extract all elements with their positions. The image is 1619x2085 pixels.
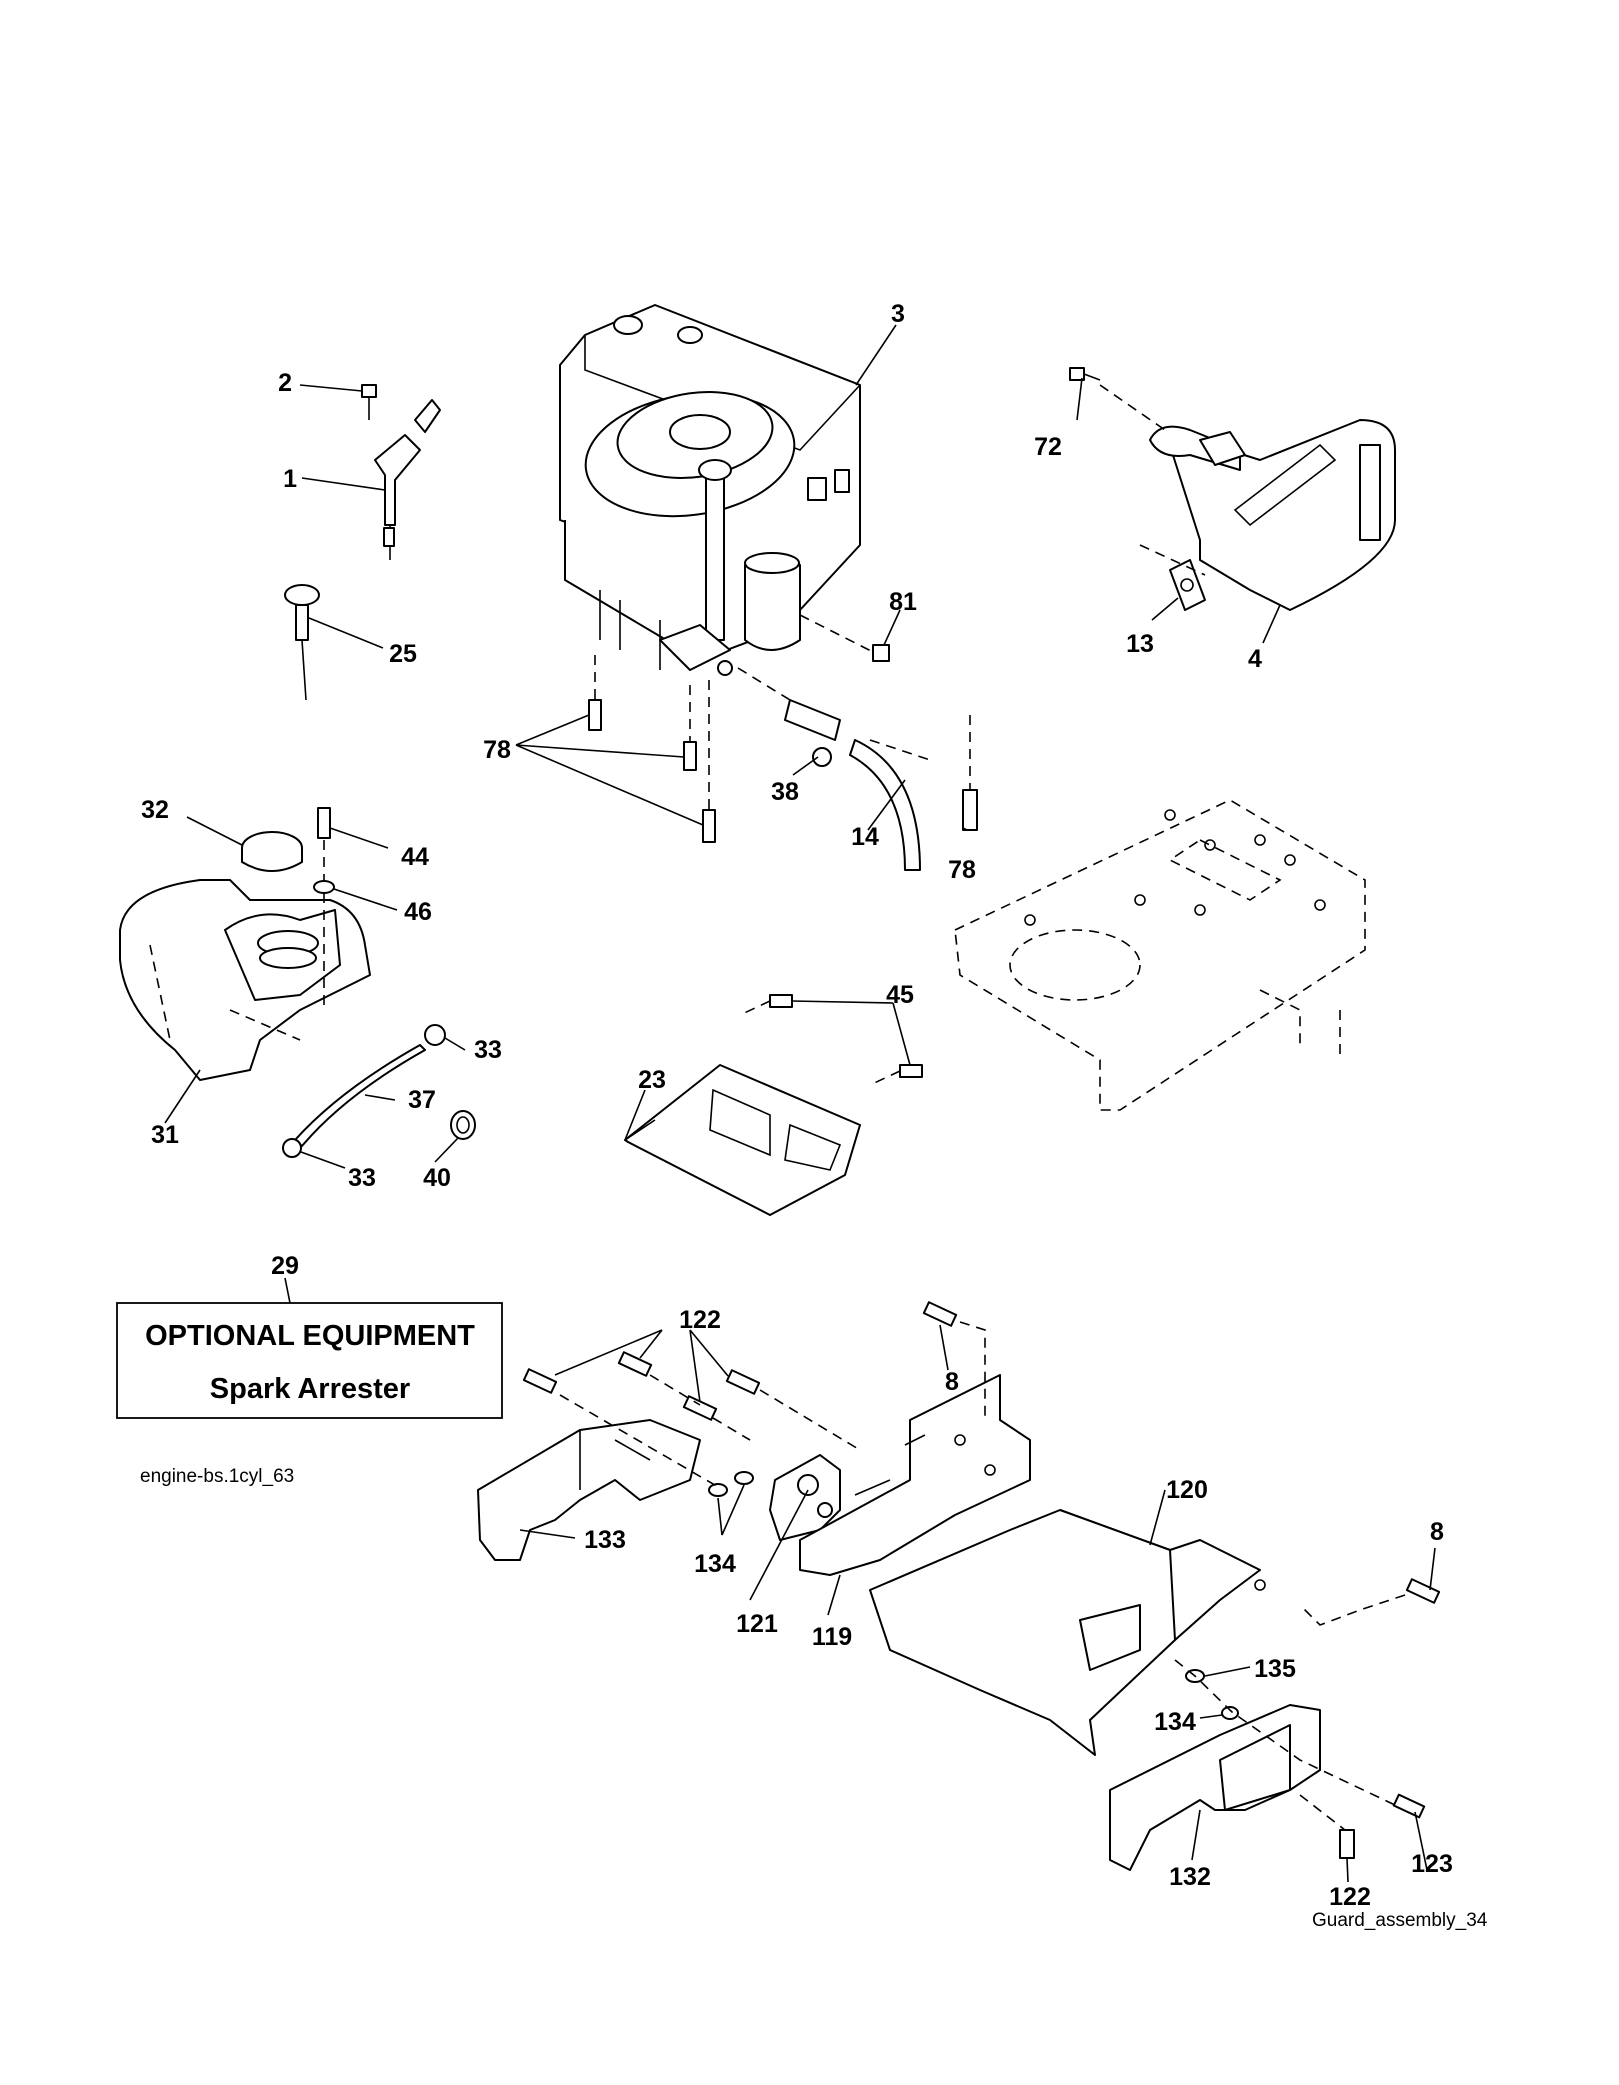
callout-3: 3 — [891, 300, 905, 328]
fuel-tank-part-31 — [119, 879, 371, 1081]
callout-38: 38 — [771, 778, 799, 806]
callout-121: 121 — [736, 1610, 778, 1638]
callout-40: 40 — [423, 1164, 451, 1192]
callout-134-right: 134 — [1154, 1708, 1196, 1736]
muffler-part-4 — [1149, 419, 1396, 611]
callout-123: 123 — [1411, 1850, 1453, 1878]
guard-bracket-part-133 — [477, 1419, 701, 1561]
nut-part-81 — [872, 644, 890, 662]
callout-122-bottom: 122 — [1329, 1883, 1371, 1911]
fuel-line-part-37 — [294, 1044, 426, 1147]
gasket-part-13 — [1169, 559, 1206, 611]
washers-part-134 — [708, 1471, 1239, 1720]
callout-45: 45 — [886, 981, 914, 1009]
bushing-part-40 — [450, 1110, 476, 1140]
callout-31: 31 — [151, 1121, 179, 1149]
callout-4: 4 — [1248, 645, 1262, 673]
callout-120: 120 — [1166, 1476, 1208, 1504]
bolt-part-123 — [1392, 1793, 1426, 1819]
clamps-part-33 — [282, 1024, 446, 1158]
callout-13: 13 — [1126, 630, 1154, 658]
fuel-filter-part-38 — [784, 699, 841, 767]
guard-bracket-part-132 — [1109, 1704, 1321, 1871]
optional-equipment-title: OPTIONAL EQUIPMENT — [145, 1320, 475, 1352]
callout-23: 23 — [638, 1066, 666, 1094]
engine-part-3 — [559, 304, 861, 676]
callout-81: 81 — [889, 588, 917, 616]
optional-equipment-subtitle: Spark Arrester — [210, 1373, 410, 1405]
callout-8-top: 8 — [945, 1368, 959, 1396]
bolts-part-8 — [922, 1301, 1441, 1604]
screw-part-72 — [1069, 367, 1101, 381]
bracket-part-121 — [769, 1454, 841, 1541]
throttle-control-part-1 — [374, 399, 441, 560]
callout-8-right: 8 — [1430, 1518, 1444, 1546]
washer-part-46 — [313, 880, 335, 894]
callout-14: 14 — [851, 823, 879, 851]
heat-shield-part-23 — [624, 1064, 861, 1216]
fuel-hose-part-14 — [849, 739, 921, 871]
screw-part-2 — [361, 384, 377, 420]
callout-37: 37 — [408, 1086, 436, 1114]
screws-part-45 — [769, 994, 923, 1078]
callout-132: 132 — [1169, 1863, 1211, 1891]
callout-32: 32 — [141, 796, 169, 824]
callout-33-bottom: 33 — [348, 1164, 376, 1192]
bolts-part-122 — [522, 1351, 1355, 1859]
dipstick-part-25 — [284, 584, 320, 701]
guard-caption: Guard_assembly_34 — [1312, 1910, 1488, 1931]
callout-29: 29 — [271, 1252, 299, 1280]
callout-46: 46 — [404, 898, 432, 926]
fuel-cap-part-32 — [241, 831, 303, 872]
bolts-part-78 — [588, 699, 978, 843]
callout-2: 2 — [278, 369, 292, 397]
callout-135: 135 — [1254, 1655, 1296, 1683]
callout-25: 25 — [389, 640, 417, 668]
leader-lines — [164, 324, 1436, 1883]
engine-caption: engine-bs.1cyl_63 — [140, 1466, 294, 1487]
screw-part-44 — [317, 807, 331, 839]
callout-78-right: 78 — [948, 856, 976, 884]
callout-1: 1 — [283, 465, 297, 493]
bracket-part-119 — [799, 1374, 1031, 1576]
callout-72: 72 — [1034, 433, 1062, 461]
callout-133: 133 — [584, 1526, 626, 1554]
callout-labels: 2 1 3 72 13 4 81 25 78 38 14 78 32 44 46… — [141, 300, 1453, 1911]
chassis-frame — [954, 799, 1366, 1111]
callout-122-top: 122 — [679, 1306, 721, 1334]
guard-plate-part-120 — [869, 1509, 1266, 1756]
callout-119: 119 — [812, 1623, 852, 1651]
callout-33-top: 33 — [474, 1036, 502, 1064]
callout-134-left: 134 — [694, 1550, 736, 1578]
callout-78-left: 78 — [483, 736, 511, 764]
optional-equipment-box: OPTIONAL EQUIPMENT Spark Arrester — [116, 1302, 503, 1419]
callout-44: 44 — [401, 843, 429, 871]
